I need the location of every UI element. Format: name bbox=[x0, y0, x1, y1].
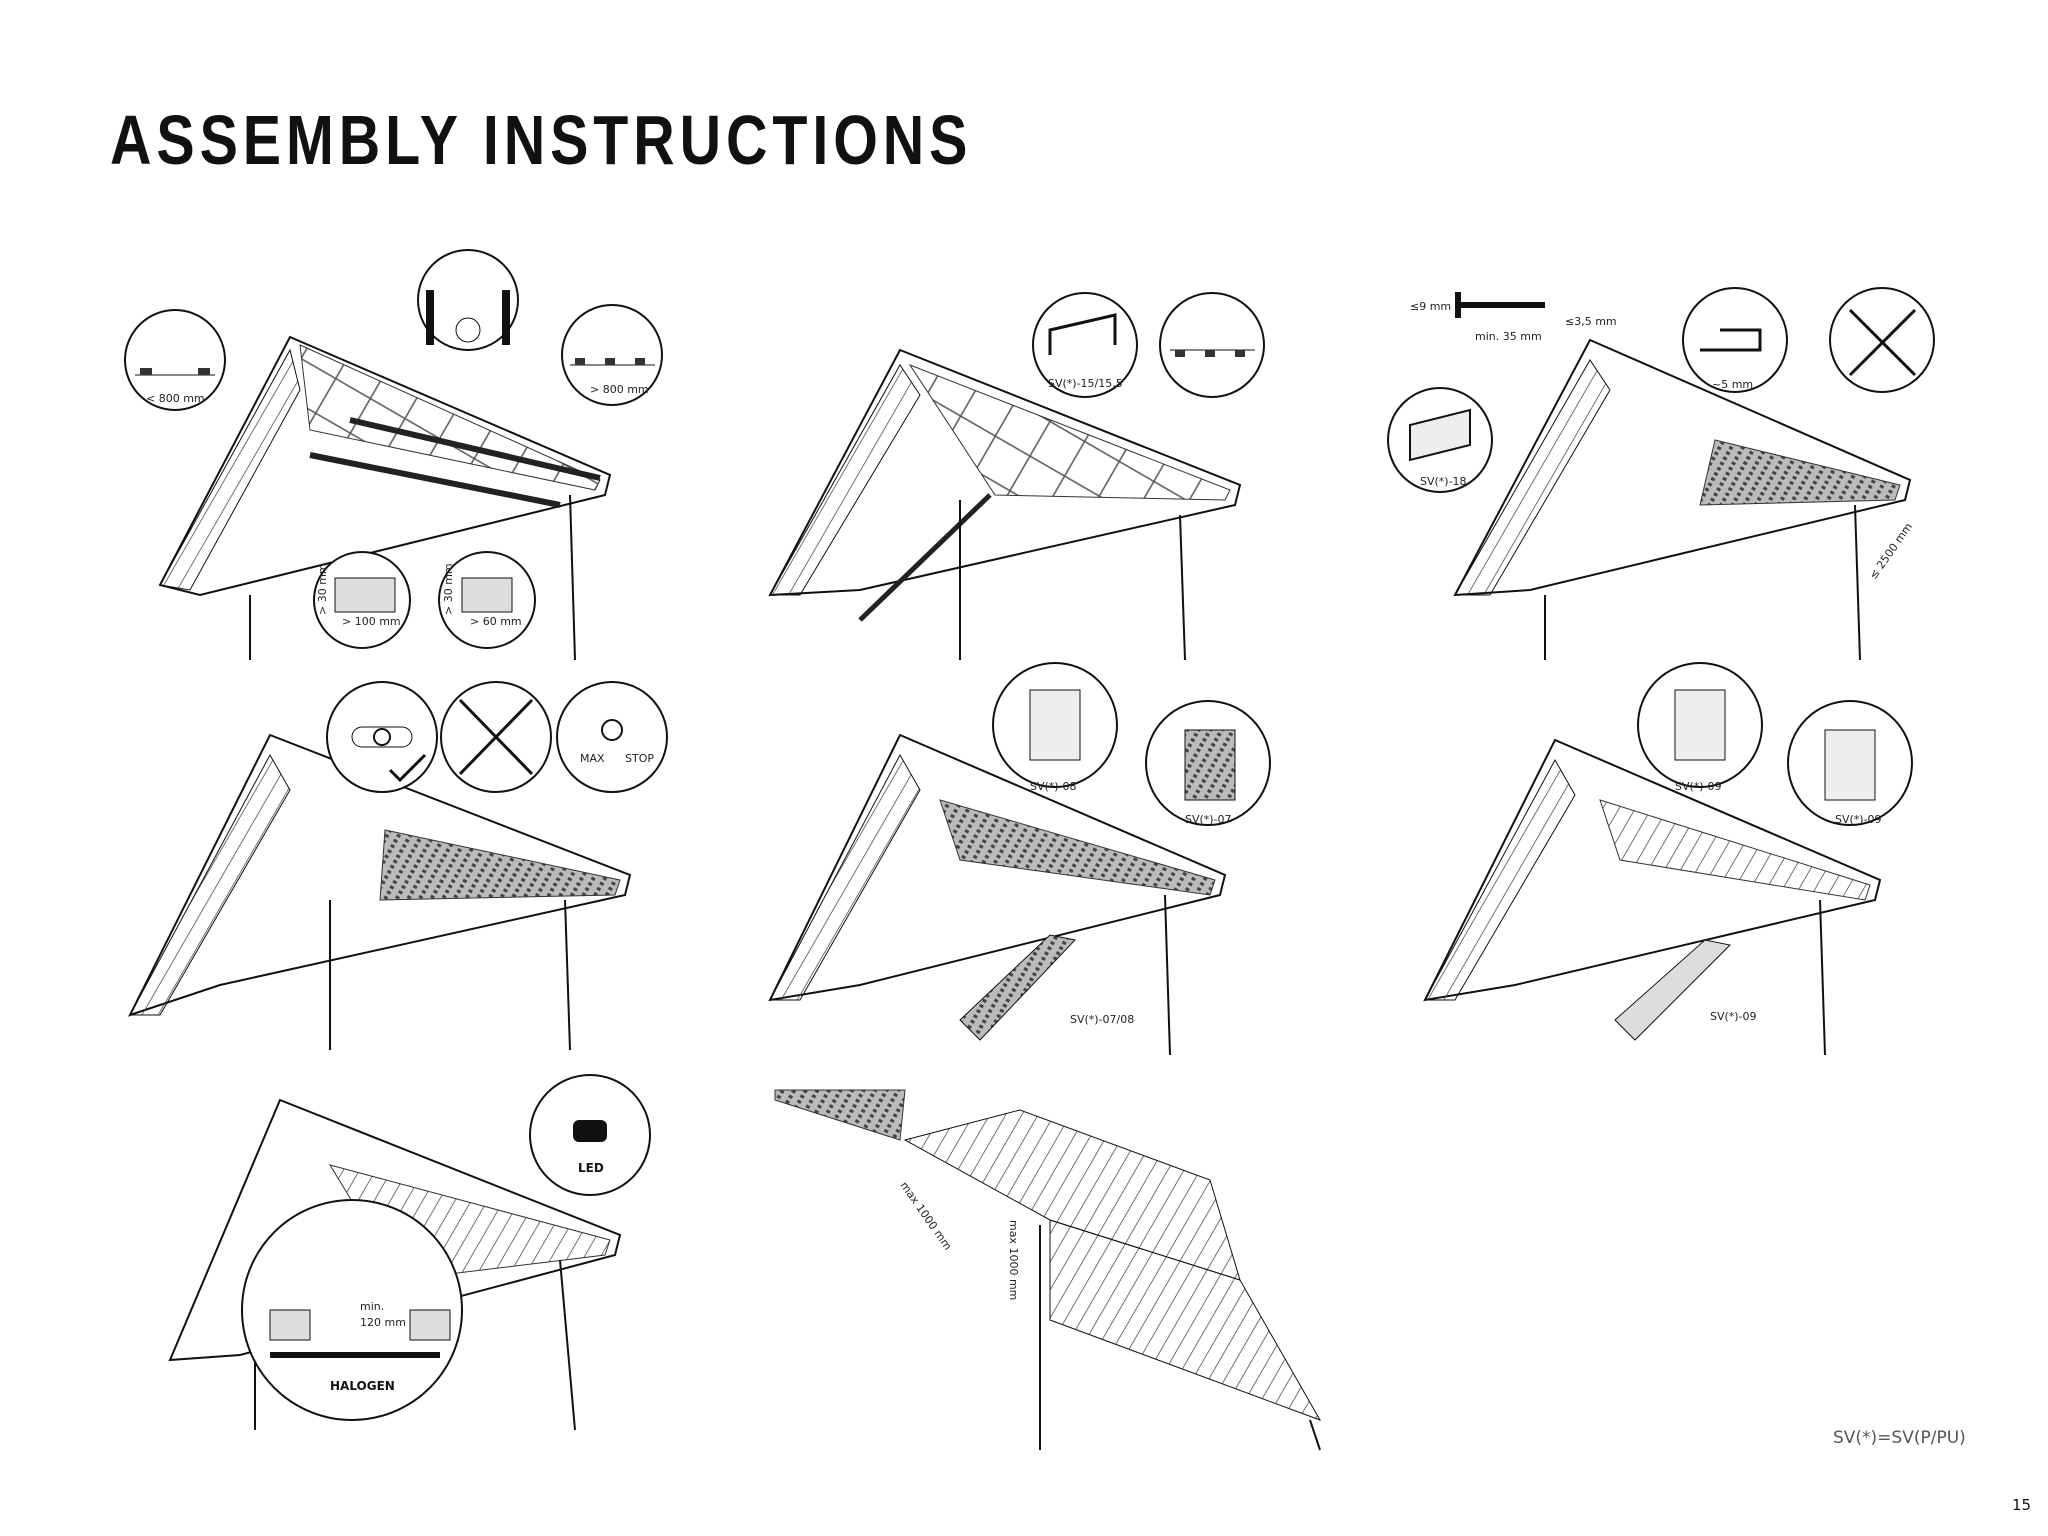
label-halogen: HALOGEN bbox=[330, 1379, 395, 1393]
step-1-battens: < 800 mm > 800 mm > 100 mm > 30 mm > 60 … bbox=[124, 249, 663, 661]
batten-cross-section-detail bbox=[417, 249, 519, 351]
gap-detail: ~5 mm bbox=[1682, 287, 1788, 393]
panel-09-detail-b: SV(*)-09 bbox=[1787, 700, 1913, 826]
label-stop: STOP bbox=[625, 752, 654, 765]
label-profile-18: SV(*)-18 bbox=[1420, 475, 1467, 488]
step-4-screw-position: MAX STOP bbox=[128, 681, 668, 1051]
label-max: MAX bbox=[580, 752, 605, 765]
led-detail: LED bbox=[529, 1074, 651, 1196]
spacing-right-detail: > 800 mm bbox=[561, 304, 663, 406]
label-min-value: 120 mm bbox=[360, 1316, 406, 1329]
step-7-lighting: LED min. 120 mm HALOGEN bbox=[168, 1074, 651, 1431]
step-5-panels: SV(*)-08 SV(*)-07 SV(*)-07/08 bbox=[768, 662, 1271, 1056]
label-min: min. bbox=[360, 1300, 384, 1313]
label-profile-15: SV(*)-15/15,5 bbox=[1048, 377, 1123, 390]
label-screw-shank: ≤3,5 mm bbox=[1565, 315, 1617, 328]
label-panel-09-a: SV(*)-09 bbox=[1675, 780, 1722, 793]
panel-08-detail: SV(*)-08 bbox=[992, 662, 1118, 793]
label-spacing-right: > 800 mm bbox=[590, 383, 649, 396]
label-batten-b-width: > 60 mm bbox=[470, 615, 522, 628]
label-gap: ~5 mm bbox=[1712, 378, 1753, 391]
label-panel-07-08: SV(*)-07/08 bbox=[1070, 1013, 1134, 1026]
label-led: LED bbox=[578, 1161, 604, 1175]
max-stop-detail: MAX STOP bbox=[556, 681, 668, 793]
profile-spacing-detail bbox=[1159, 292, 1265, 398]
label-max-spacing-b: max 1000 mm bbox=[1007, 1220, 1020, 1300]
wrong-gap-detail bbox=[1829, 287, 1935, 393]
spacing-left-detail: < 800 mm bbox=[124, 309, 226, 411]
step-3-fixing: ≤9 mm ≤3,5 mm min. 35 mm ~5 mm SV(*)-18 … bbox=[1387, 287, 1935, 661]
label-panel-09-c: SV(*)-09 bbox=[1710, 1010, 1757, 1023]
batten-a-detail: > 100 mm > 30 mm bbox=[313, 551, 411, 649]
step-8-max-spacing: max 1000 mm max 1000 mm bbox=[774, 1089, 1322, 1451]
label-spacing-left: < 800 mm bbox=[146, 392, 205, 405]
page-title: ASSEMBLY INSTRUCTIONS bbox=[110, 101, 973, 179]
halogen-detail: min. 120 mm HALOGEN bbox=[241, 1199, 463, 1421]
step-6-solid-panels: SV(*)-09 SV(*)-09 SV(*)-09 bbox=[1423, 662, 1913, 1056]
batten-b-detail: > 60 mm > 30 mm bbox=[438, 551, 536, 649]
label-max-length: ≤ 2500 mm bbox=[1867, 520, 1915, 581]
panel-07-detail: SV(*)-07 bbox=[1145, 700, 1271, 826]
wrong-screw-detail bbox=[440, 681, 552, 793]
profile-15-detail: SV(*)-15/15,5 bbox=[1032, 292, 1138, 398]
panel-09-detail-a: SV(*)-09 bbox=[1637, 662, 1763, 793]
label-batten-a-height: > 30 mm bbox=[316, 563, 329, 615]
profile-18-detail: SV(*)-18 bbox=[1387, 387, 1493, 493]
label-batten-b-height: > 30 mm bbox=[442, 563, 455, 615]
label-screw-length: min. 35 mm bbox=[1475, 330, 1542, 343]
correct-screw-detail bbox=[326, 681, 438, 793]
label-panel-08: SV(*)-08 bbox=[1030, 780, 1077, 793]
label-panel-09-b: SV(*)-09 bbox=[1835, 813, 1882, 826]
screw-detail: ≤9 mm ≤3,5 mm min. 35 mm bbox=[1410, 292, 1617, 343]
label-screw-head: ≤9 mm bbox=[1410, 300, 1451, 313]
profile-abbreviation-note: SV(*)=SV(P/PU) bbox=[1833, 1428, 1966, 1448]
label-max-spacing-a: max 1000 mm bbox=[898, 1179, 955, 1252]
label-batten-a-width: > 100 mm bbox=[342, 615, 401, 628]
label-panel-07: SV(*)-07 bbox=[1185, 813, 1232, 826]
step-2-profile: SV(*)-15/15,5 bbox=[768, 292, 1265, 661]
page-number: 15 bbox=[2012, 1496, 2032, 1514]
